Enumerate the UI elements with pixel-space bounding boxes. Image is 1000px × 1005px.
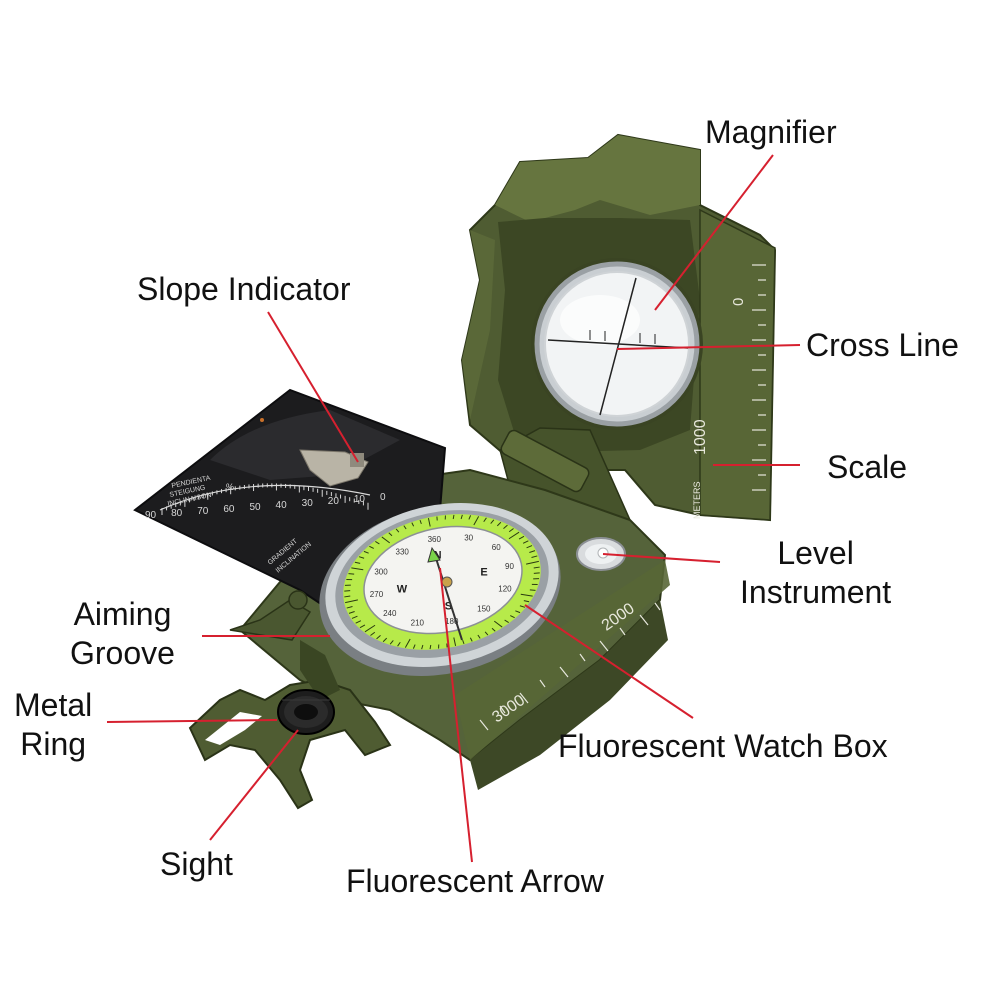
label-magnifier-text: Magnifier — [705, 113, 837, 152]
lid-scale-unit: METERS — [692, 481, 702, 519]
dial-number: 240 — [383, 609, 397, 618]
dial-number: 300 — [374, 568, 388, 577]
clinometer-number: 70 — [197, 506, 209, 517]
dial-letter: E — [480, 566, 487, 578]
dial-letter: W — [397, 584, 408, 596]
label-cross-line-text: Cross Line — [806, 326, 959, 365]
label-scale: Scale — [827, 448, 907, 487]
dial-number: 120 — [498, 584, 512, 593]
label-magnifier: Magnifier — [705, 113, 837, 152]
label-slope-indicator-text: Slope Indicator — [137, 270, 350, 309]
label-level-instrument-line1: Level — [740, 534, 891, 573]
clinometer-number: 40 — [276, 500, 288, 511]
lid-scale-zero: 0 — [730, 298, 747, 306]
label-slope-indicator: Slope Indicator — [137, 270, 350, 309]
clinometer-number: 0 — [380, 492, 386, 503]
luminous-tick — [430, 645, 431, 649]
dial-pivot — [442, 577, 452, 587]
label-aiming-groove: Aiming Groove — [70, 595, 175, 673]
dial-number: 270 — [370, 590, 384, 599]
luminous-tick — [534, 573, 540, 574]
label-metal-ring-line2: Ring — [14, 725, 92, 764]
lid-scale-1000: 1000 — [692, 419, 709, 455]
label-fluorescent-watch-box-text: Fluorescent Watch Box — [558, 727, 888, 766]
magnifier-lens — [531, 258, 703, 430]
clinometer-number: 20 — [328, 496, 340, 507]
label-cross-line: Cross Line — [806, 326, 959, 365]
label-aiming-groove-line2: Groove — [70, 634, 175, 673]
clinometer-number: 60 — [223, 504, 235, 515]
label-level-instrument-line2: Instrument — [740, 573, 891, 612]
clinometer-percent: % — [226, 482, 234, 492]
dial-number: 90 — [505, 562, 514, 571]
dial-number: 30 — [464, 533, 473, 542]
level-instrument — [577, 538, 625, 570]
label-fluorescent-watch-box: Fluorescent Watch Box — [558, 727, 888, 766]
label-sight-text: Sight — [160, 845, 233, 884]
dial-number: 330 — [396, 547, 410, 556]
label-metal-ring: Metal Ring — [14, 686, 92, 764]
label-level-instrument: Level Instrument — [740, 534, 891, 612]
clinometer-number: 10 — [354, 494, 366, 505]
luminous-tick — [348, 574, 354, 575]
dial-number: 210 — [411, 619, 425, 628]
luminous-tick — [453, 515, 454, 519]
luminous-tick — [530, 590, 536, 591]
luminous-tick — [344, 591, 350, 592]
label-fluorescent-arrow-text: Fluorescent Arrow — [346, 862, 604, 901]
clinometer-number: 30 — [302, 498, 314, 509]
label-sight: Sight — [160, 845, 233, 884]
clinometer-number: 50 — [249, 502, 261, 513]
dial-number: 150 — [477, 605, 491, 614]
dial-number: 60 — [492, 543, 501, 552]
dial-number: 360 — [428, 535, 442, 544]
label-metal-ring-line1: Metal — [14, 686, 92, 725]
label-aiming-groove-line1: Aiming — [70, 595, 175, 634]
label-fluorescent-arrow: Fluorescent Arrow — [346, 862, 604, 901]
label-scale-text: Scale — [827, 448, 907, 487]
clinometer-number: 80 — [171, 508, 183, 519]
clinometer-number: 90 — [145, 510, 157, 521]
